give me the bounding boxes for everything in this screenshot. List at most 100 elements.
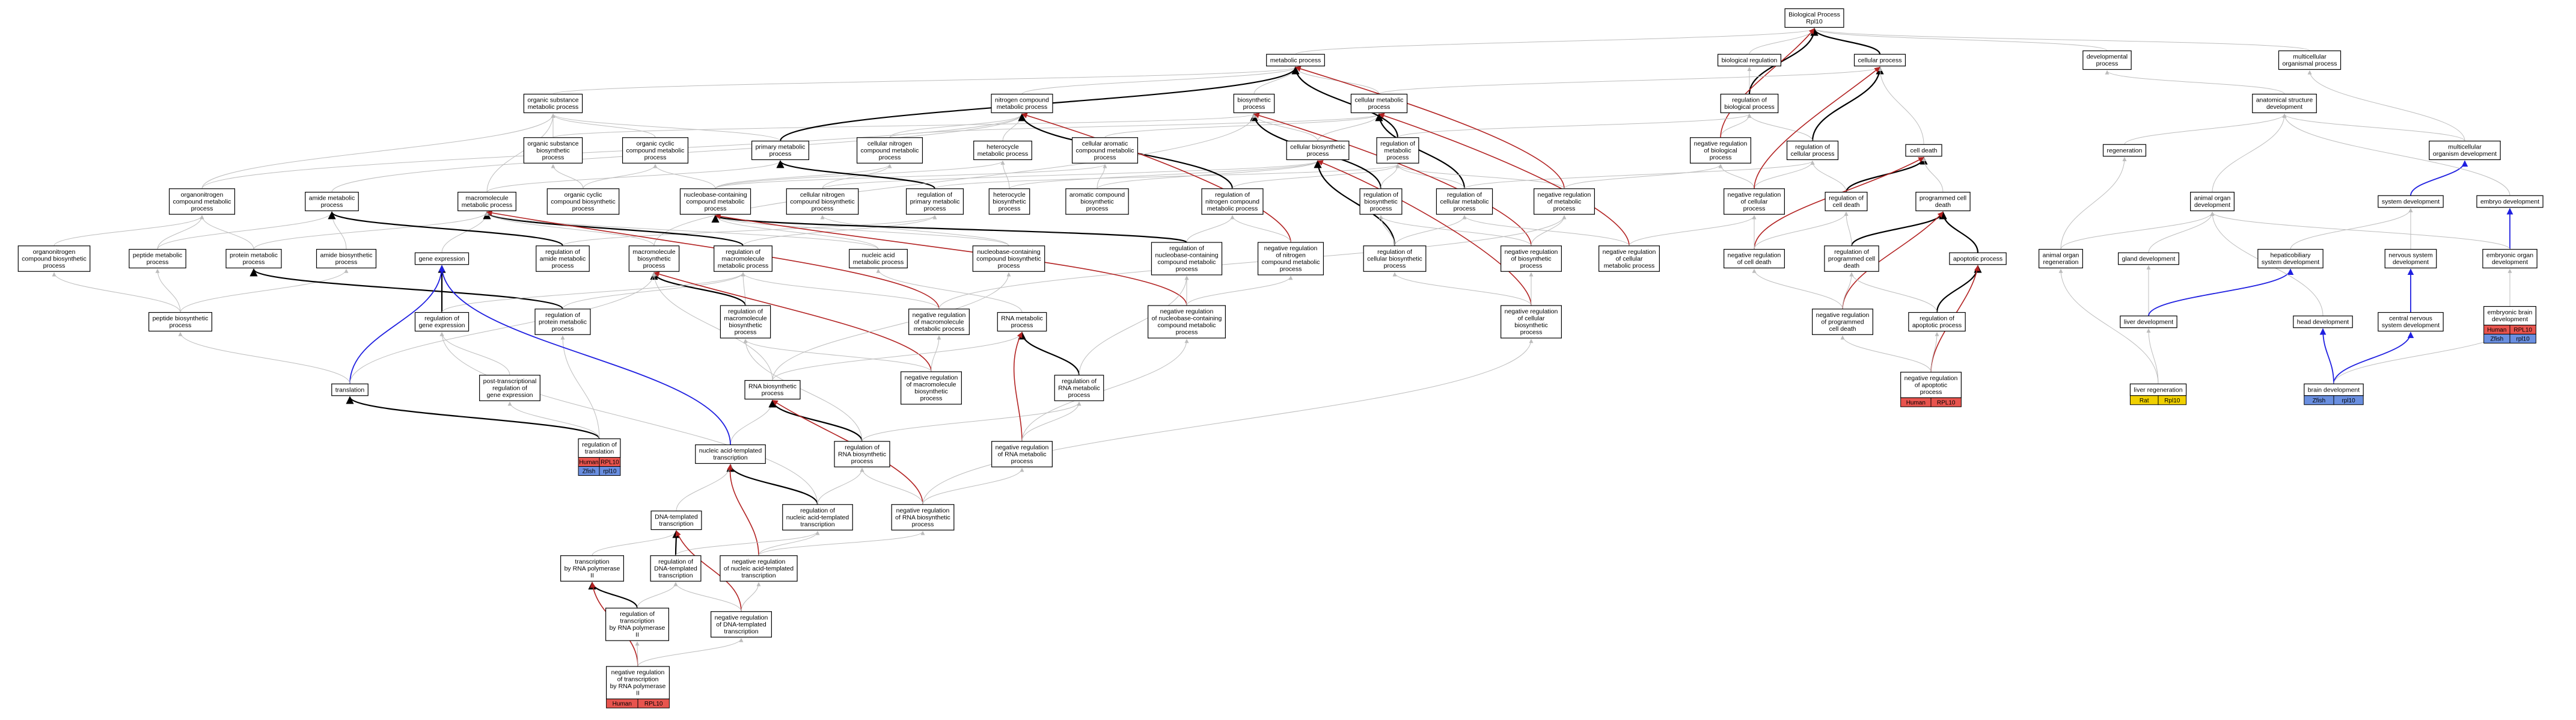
go-term-node-regen[interactable]: regeneration [2102,144,2147,157]
go-term-node-regnucbase[interactable]: regulation ofnucleobase-containingcompou… [1151,242,1223,275]
go-term-node-headdev[interactable]: head development [2293,315,2353,328]
go-term-node-apoptotic[interactable]: apoptotic process [1949,252,2007,265]
go-term-node-celldeath[interactable]: cell death [1905,144,1942,157]
go-term-node-bioreg[interactable]: biological regulation [1717,54,1782,67]
go-term-node-metab[interactable]: metabolic process [1266,54,1325,67]
go-term-node-embdev[interactable]: embryo development [2476,195,2544,208]
go-term-node-cellproc[interactable]: cellular process [1853,54,1906,67]
go-term-node-sysdev[interactable]: system development [2378,195,2444,208]
go-term-node-translation[interactable]: translation [331,383,369,396]
go-term-node-geneexp[interactable]: gene expression [414,252,470,265]
go-term-node-regmacrobio[interactable]: regulation ofmacromoleculebiosyntheticpr… [720,305,771,339]
go-term-node-liverdev[interactable]: liver development [2120,315,2177,328]
go-term-node-glanddev[interactable]: gland development [2118,252,2179,265]
